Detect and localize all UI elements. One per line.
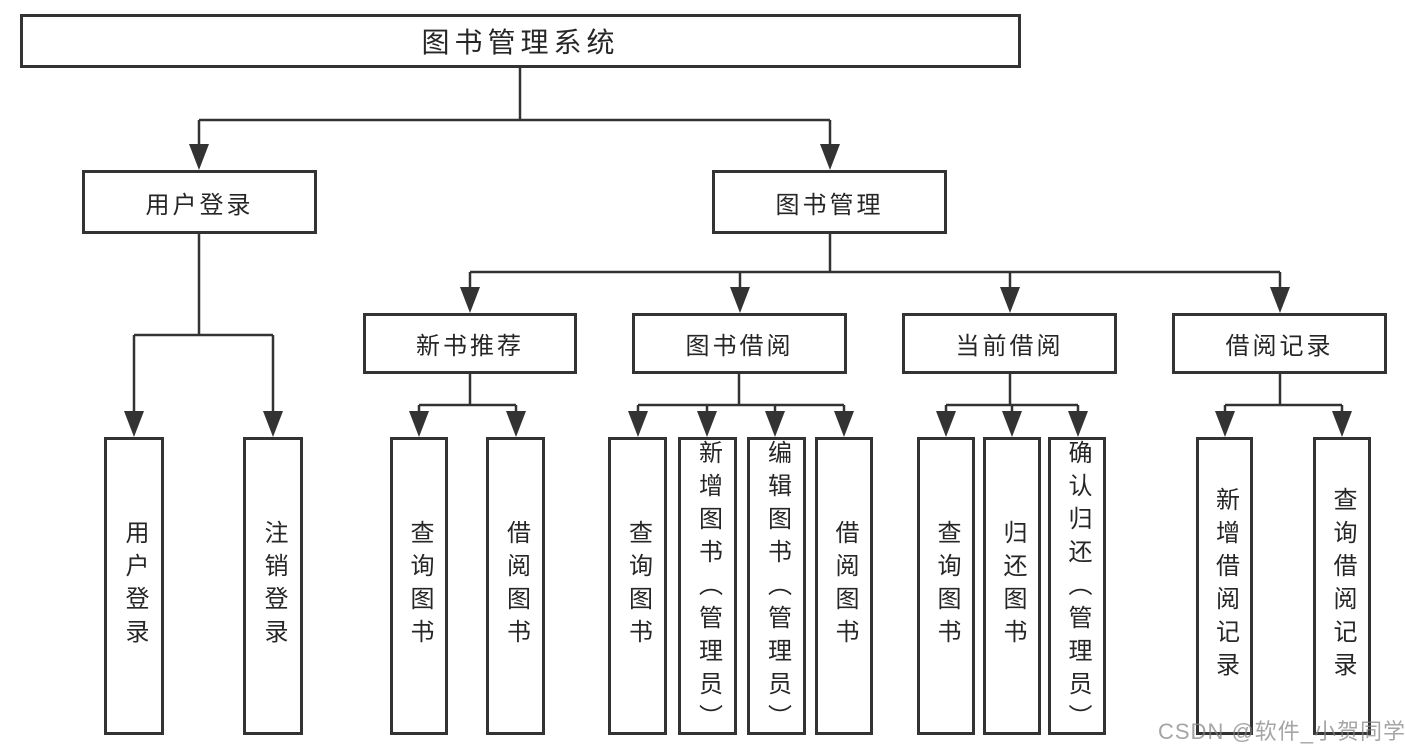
node-label: 借阅图书: [502, 520, 530, 652]
leaf-borrow-books: 借阅图书: [815, 437, 873, 735]
node-book-borrowing: 图书借阅: [632, 313, 847, 374]
leaf-edit-books-admin: 编辑图书（管理员）: [747, 437, 806, 737]
node-label: 确认归还（管理员）: [1064, 440, 1091, 737]
leaf-query-books: 查询图书: [390, 437, 448, 735]
csdn-watermark: CSDN @软件_小贺同学: [1158, 719, 1405, 744]
leaf-add-borrow-record: 新增借阅记录: [1196, 437, 1253, 735]
node-label: 编辑图书（管理员）: [763, 440, 791, 737]
node-label: 查询图书: [624, 520, 652, 652]
node-current-borrowing: 当前借阅: [902, 313, 1117, 374]
arrowheads: [124, 144, 1352, 437]
leaf-add-books-admin: 新增图书（管理员）: [678, 437, 737, 737]
leaf-return-books: 归还图书: [983, 437, 1041, 735]
node-label: 图书管理系统: [421, 27, 620, 58]
node-label: 查询图书: [933, 520, 960, 652]
leaf-query-books: 查询图书: [917, 437, 975, 735]
node-label: 新书推荐: [416, 333, 524, 360]
node-label: 图书借阅: [685, 333, 794, 360]
node-book-management: 图书管理: [712, 170, 947, 234]
node-label: 归还图书: [999, 520, 1026, 652]
node-label: 查询借阅记录: [1329, 487, 1356, 685]
leaf-user-login: 用户登录: [104, 437, 164, 735]
node-label: 借阅图书: [831, 520, 858, 652]
node-label: 用户登录: [145, 191, 254, 219]
node-label: 新增借阅记录: [1211, 487, 1239, 685]
leaf-confirm-return-admin: 确认归还（管理员）: [1048, 437, 1106, 737]
node-label: 注销登录: [260, 520, 287, 652]
node-label: 新增图书（管理员）: [694, 440, 722, 737]
node-borrowing-records: 借阅记录: [1172, 313, 1387, 374]
node-label: 借阅记录: [1225, 333, 1334, 360]
leaf-borrow-books: 借阅图书: [486, 437, 545, 735]
node-label: 当前借阅: [955, 333, 1064, 360]
node-label: 用户登录: [121, 520, 148, 652]
leaf-logout: 注销登录: [243, 437, 303, 735]
node-user-login: 用户登录: [82, 170, 317, 234]
node-label: 查询图书: [406, 520, 433, 652]
leaf-query-borrow-record: 查询借阅记录: [1313, 437, 1371, 735]
node-label: 图书管理: [775, 191, 884, 219]
node-library-management-system: 图书管理系统: [20, 14, 1021, 68]
leaf-query-books: 查询图书: [608, 437, 667, 735]
node-new-book-recommendation: 新书推荐: [363, 313, 577, 374]
